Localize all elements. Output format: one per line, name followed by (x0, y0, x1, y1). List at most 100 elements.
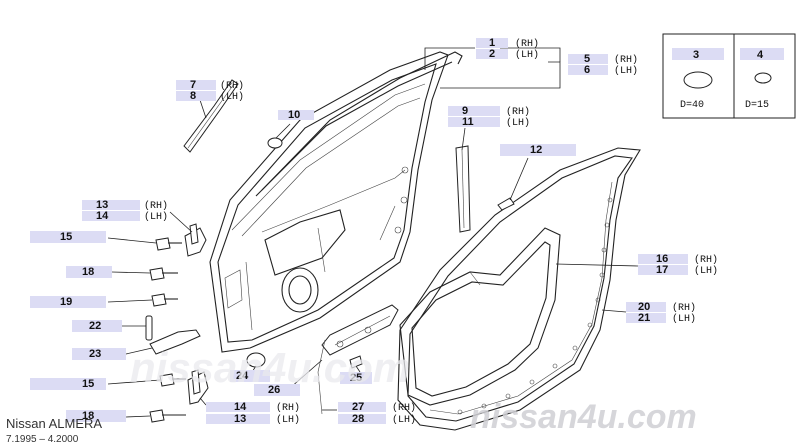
watermark: nissan4u.com nissan4u.com (130, 344, 697, 436)
pillar-trim (455, 145, 471, 233)
callout-7[interactable]: 7 (RH) (176, 79, 244, 92)
svg-text:4: 4 (757, 49, 764, 61)
callout-21[interactable]: 21 (LH) (626, 312, 696, 325)
svg-text:1: 1 (489, 37, 495, 49)
watermark-corner-text: nissan4u.com (470, 398, 697, 436)
svg-text:(RH): (RH) (672, 302, 696, 314)
hinges-and-bolts (145, 137, 515, 423)
inset-part-4[interactable]: 4 D=15 (740, 48, 784, 111)
callout-labels: 1 (RH) 2 (LH) 5 (RH) 6 (LH) 7 (RH) 8 (L (30, 37, 718, 426)
callout-19[interactable]: 19 (30, 296, 106, 308)
svg-text:12: 12 (530, 144, 542, 156)
callout-2[interactable]: 2 (LH) (476, 48, 539, 61)
svg-text:(LH): (LH) (220, 91, 244, 103)
callout-17[interactable]: 17 (LH) (638, 264, 718, 277)
callout-6[interactable]: 6 (LH) (568, 64, 638, 77)
svg-text:11: 11 (462, 116, 474, 128)
callout-13-lower[interactable]: 13 (LH) (206, 413, 300, 426)
callout-15-lower[interactable]: 15 (30, 378, 106, 390)
model-caption: Nissan ALMERA 7.1995 – 4.2000 (6, 416, 102, 445)
leader-lines (107, 47, 639, 418)
svg-text:21: 21 (638, 312, 650, 324)
svg-text:(RH): (RH) (276, 402, 300, 414)
callout-20[interactable]: 20 (RH) (626, 301, 696, 314)
inset-part-3[interactable]: 3 D=40 (672, 48, 724, 111)
callout-18-upper[interactable]: 18 (66, 266, 112, 278)
callout-15-upper[interactable]: 15 (30, 231, 106, 243)
svg-text:(LH): (LH) (672, 313, 696, 325)
callout-10[interactable]: 10 (278, 109, 314, 121)
callout-25[interactable]: 25 (340, 372, 372, 384)
svg-text:6: 6 (584, 64, 590, 76)
svg-text:9: 9 (462, 105, 468, 117)
svg-text:(RH): (RH) (220, 80, 244, 92)
watermark-center-text: nissan4u.com (130, 344, 410, 391)
svg-text:25: 25 (350, 372, 362, 384)
svg-text:(LH): (LH) (144, 211, 168, 223)
svg-text:23: 23 (89, 348, 101, 360)
svg-text:(LH): (LH) (515, 49, 539, 61)
svg-text:(RH): (RH) (392, 402, 416, 414)
svg-text:28: 28 (352, 413, 364, 425)
outer-moulding-strip (183, 79, 239, 153)
svg-text:(LH): (LH) (506, 117, 530, 129)
svg-text:(RH): (RH) (614, 54, 638, 66)
svg-text:19: 19 (60, 296, 72, 308)
weatherstrip-clips (457, 197, 613, 415)
svg-text:17: 17 (656, 264, 668, 276)
door-weatherstrip (399, 227, 561, 406)
window-regulator (317, 304, 399, 415)
callout-14-lower[interactable]: 14 (RH) (206, 401, 300, 414)
callout-18-lower[interactable]: 18 (66, 410, 126, 422)
svg-text:(RH): (RH) (694, 254, 718, 266)
callout-16[interactable]: 16 (RH) (638, 253, 718, 266)
svg-text:5: 5 (584, 53, 590, 65)
window-sash (255, 51, 463, 197)
svg-text:2: 2 (489, 48, 495, 60)
caption-model: Nissan ALMERA (6, 416, 102, 431)
svg-text:(RH): (RH) (515, 38, 539, 50)
svg-text:7: 7 (190, 79, 196, 91)
callout-28[interactable]: 28 (LH) (338, 413, 416, 426)
body-weatherstrip (397, 147, 641, 431)
svg-text:13: 13 (234, 413, 246, 425)
grommet-inset: 3 D=40 4 D=15 (662, 33, 796, 119)
svg-text:13: 13 (96, 199, 108, 211)
svg-text:14: 14 (234, 401, 247, 413)
callout-14-upper[interactable]: 14 (LH) (82, 210, 168, 223)
svg-text:18: 18 (82, 266, 94, 278)
door-inner-panel (209, 51, 449, 353)
svg-text:(LH): (LH) (276, 414, 300, 426)
svg-text:22: 22 (89, 320, 101, 332)
svg-text:15: 15 (82, 378, 94, 390)
svg-text:(LH): (LH) (614, 65, 638, 77)
callout-12[interactable]: 12 (500, 144, 576, 156)
svg-text:(RH): (RH) (144, 200, 168, 212)
svg-text:20: 20 (638, 301, 650, 313)
callout-9[interactable]: 9 (RH) (448, 105, 530, 118)
svg-text:15: 15 (60, 231, 72, 243)
callout-24[interactable]: 24 (230, 370, 270, 382)
callout-5[interactable]: 5 (RH) (568, 53, 638, 66)
svg-text:(LH): (LH) (694, 265, 718, 277)
svg-text:10: 10 (288, 109, 300, 121)
callout-26[interactable]: 26 (254, 384, 300, 396)
svg-text:8: 8 (190, 90, 196, 102)
svg-text:D=15: D=15 (745, 100, 769, 111)
caption-period: 7.1995 – 4.2000 (6, 434, 79, 445)
callout-27[interactable]: 27 (RH) (338, 401, 416, 414)
callout-8[interactable]: 8 (LH) (176, 90, 244, 103)
svg-text:D=40: D=40 (680, 100, 704, 111)
svg-text:18: 18 (82, 410, 94, 422)
svg-text:27: 27 (352, 401, 364, 413)
callout-11[interactable]: 11 (LH) (448, 116, 530, 129)
callout-23[interactable]: 23 (72, 348, 126, 360)
svg-text:(RH): (RH) (506, 106, 530, 118)
callout-1[interactable]: 1 (RH) (476, 37, 539, 50)
callout-13-upper[interactable]: 13 (RH) (82, 199, 168, 212)
svg-text:(LH): (LH) (392, 414, 416, 426)
svg-text:16: 16 (656, 253, 668, 265)
callout-22[interactable]: 22 (72, 320, 122, 332)
svg-text:3: 3 (693, 49, 699, 61)
